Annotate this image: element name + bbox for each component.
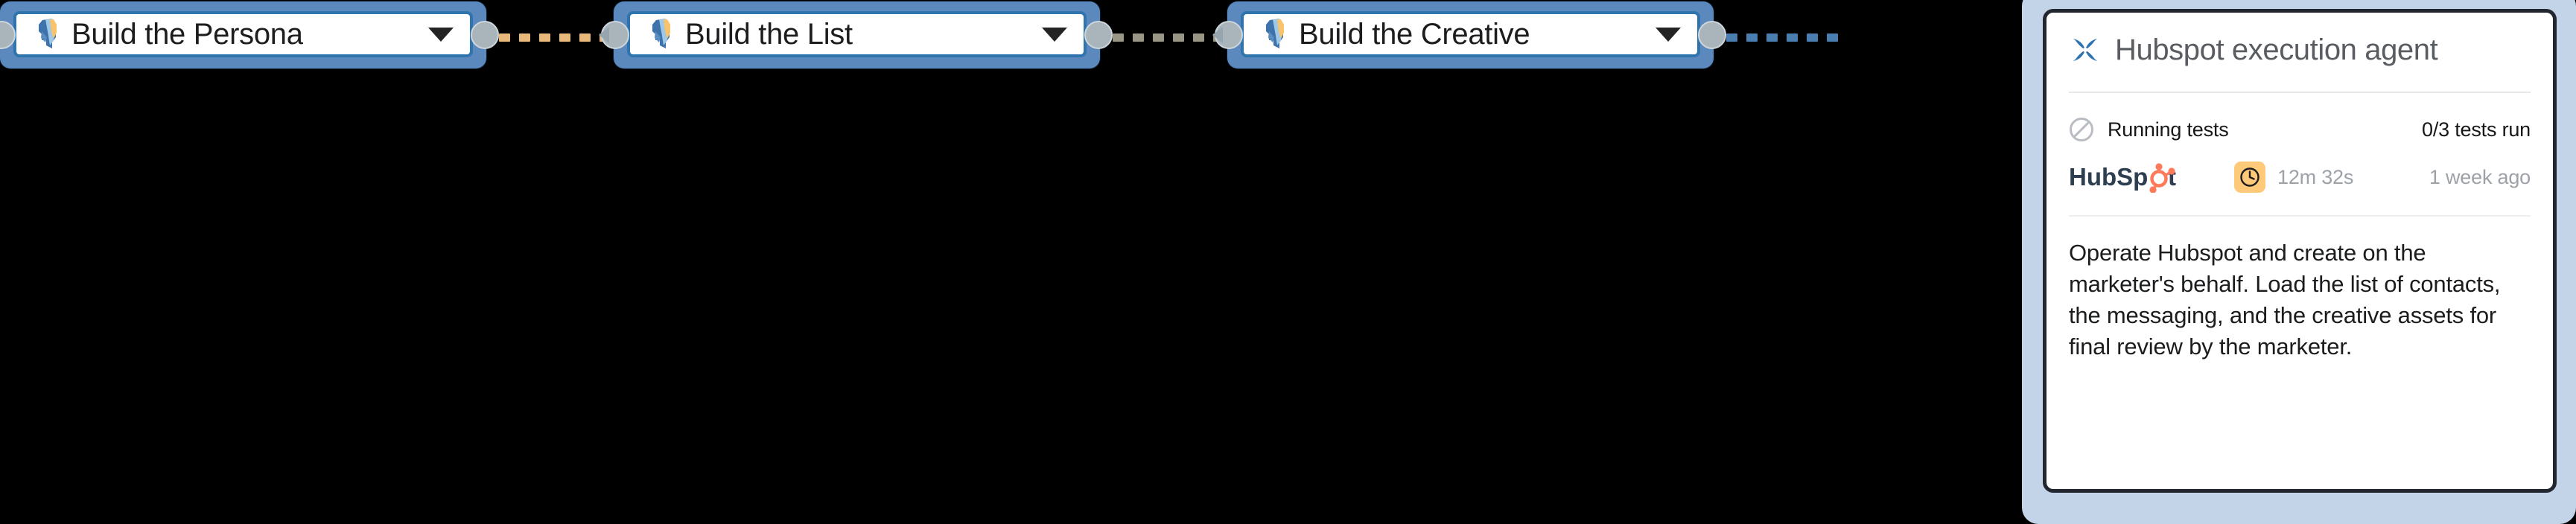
connector-dash [1173,33,1184,42]
connector-dash [1827,33,1838,42]
chevron-down-icon[interactable] [428,27,454,42]
connector-1[interactable] [499,33,611,42]
connector-dash [1113,33,1124,42]
node-output-port[interactable] [471,21,499,49]
duration-text: 12m 32s [2277,165,2354,188]
connector-dash [1746,33,1758,42]
hubspot-logo: HubSp t [2069,163,2176,193]
persona-head-icon [652,19,670,48]
hubspot-agent-panel[interactable]: Hubspot execution agent Running tests 0/… [2022,0,2576,524]
panel-header: Hubspot execution agent [2069,29,2531,66]
node-label: Build the List [685,18,853,51]
connector-dash [519,33,530,42]
svg-text:HubSp: HubSp [2069,163,2148,191]
node-card[interactable]: Build the Persona [13,11,473,57]
age-text: 1 week ago [2429,165,2531,188]
chevron-down-icon[interactable] [1656,27,1681,42]
hubspot-agent-x-icon [2073,39,2097,61]
status-row: Running tests 0/3 tests run [2069,117,2531,142]
node-output-port[interactable] [1084,21,1113,49]
connector-2[interactable] [1113,33,1224,42]
connector-dash [539,33,550,42]
status-count: 0/3 tests run [2422,118,2531,141]
persona-head-icon [39,19,57,48]
workflow-node-1[interactable]: Build the Persona [0,1,499,68]
connector-dash [1193,33,1204,42]
status-label: Running tests [2108,118,2229,141]
connector-dash [499,33,510,42]
connector-3[interactable] [1726,33,1838,42]
connector-dash [559,33,570,42]
node-input-arrow-icon [1212,27,1223,43]
connector-dash [1133,33,1144,42]
hubspot-agent-card: Hubspot execution agent Running tests 0/… [2043,9,2557,493]
persona-head-icon [1266,19,1284,48]
node-card[interactable]: Build the List [627,11,1087,57]
node-label: Build the Creative [1299,18,1530,51]
node-output-port[interactable] [1698,21,1726,49]
connector-dash [1153,33,1164,42]
panel-title: Hubspot execution agent [2115,33,2438,66]
workflow-node-3[interactable]: Build the Creative [1212,1,1726,68]
node-label: Build the Persona [71,18,303,51]
connector-dash [1726,33,1737,42]
workflow-node-2[interactable]: Build the List [599,1,1113,68]
clock-icon [2240,167,2259,187]
meta-row: HubSp t 12m 32s [2069,162,2531,193]
node-card[interactable]: Build the Creative [1241,11,1700,57]
svg-text:t: t [2168,163,2176,191]
node-input-arrow-icon [599,27,609,43]
connector-dash [1787,33,1798,42]
chevron-down-icon[interactable] [1042,27,1067,42]
panel-description: Operate Hubspot and create on the market… [2069,240,2501,360]
duration-badge [2234,162,2265,193]
meta-divider [2069,215,2531,217]
prohibition-icon [2070,118,2093,141]
header-divider [2069,92,2531,93]
connector-dash [1807,33,1818,42]
connector-dash [579,33,591,42]
connector-dash [1766,33,1778,42]
